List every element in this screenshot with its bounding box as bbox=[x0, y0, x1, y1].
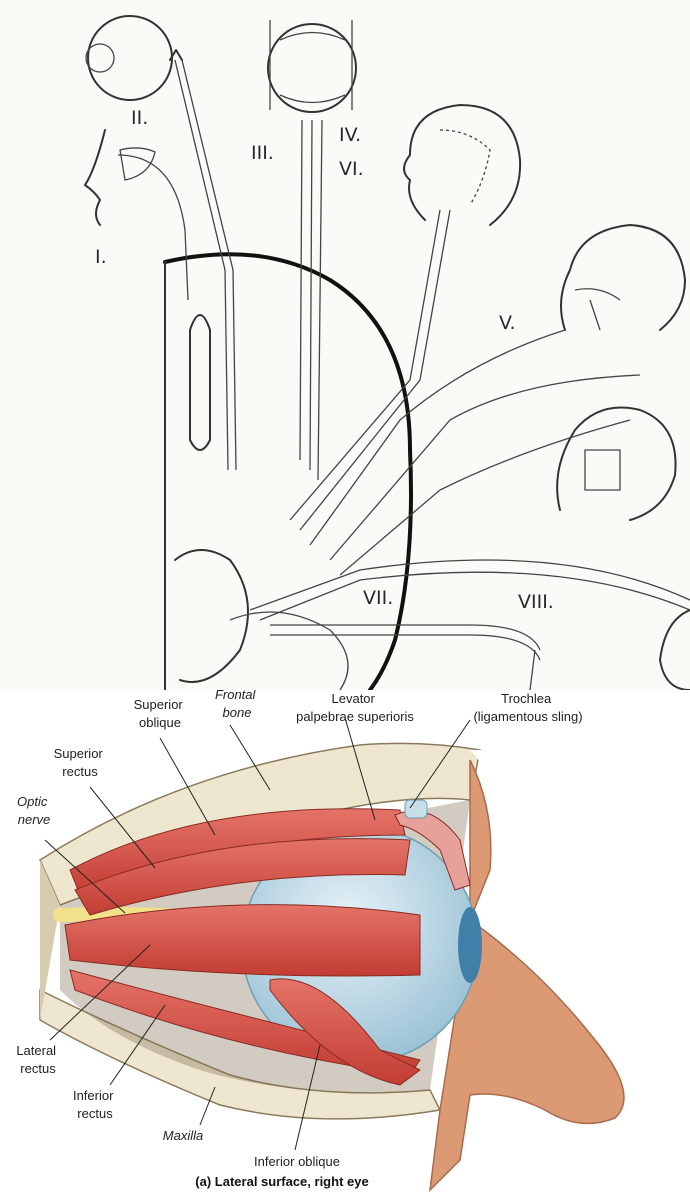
skull-sketch-v bbox=[561, 225, 685, 330]
numeral-ii: II. bbox=[131, 107, 148, 129]
eye-muscle-artwork: Superior oblique Frontal bone Levator pa… bbox=[0, 690, 690, 1192]
label-inferior-oblique: Inferior oblique bbox=[254, 1154, 340, 1169]
label-optic-nerve: Optic nerve bbox=[17, 794, 51, 827]
numeral-vi: VI. bbox=[339, 158, 364, 180]
cranial-nerve-sketch: II. I. III. IV. VI. V. VII. VIII. bbox=[0, 0, 690, 690]
label-inferior-rectus: Inferior rectus bbox=[73, 1088, 117, 1121]
numeral-i: I. bbox=[95, 246, 107, 268]
cornea-iris-shape bbox=[458, 907, 482, 983]
face-sketch-viii bbox=[660, 610, 690, 690]
numeral-iii: III. bbox=[251, 142, 274, 164]
eye-muscles-sketch-iii-iv-vi bbox=[268, 20, 356, 112]
numeral-vii: VII. bbox=[363, 587, 393, 609]
figure-caption: (a) Lateral surface, right eye bbox=[195, 1174, 368, 1189]
eyeball-sketch-ii bbox=[86, 16, 182, 100]
label-maxilla: Maxilla bbox=[163, 1128, 203, 1143]
label-superior-oblique: Superior oblique bbox=[134, 697, 187, 730]
label-superior-rectus: Superior rectus bbox=[54, 746, 107, 779]
label-lateral-rectus: Lateral rectus bbox=[16, 1043, 59, 1076]
cranial-nerve-diagram: II. I. III. IV. VI. V. VII. VIII. bbox=[0, 0, 690, 690]
numeral-viii: VIII. bbox=[518, 591, 554, 613]
label-trochlea: Trochlea (ligamentous sling) bbox=[473, 691, 582, 724]
extraocular-muscle-illustration: Superior oblique Frontal bone Levator pa… bbox=[0, 690, 690, 1192]
label-frontal-bone: Frontal bone bbox=[215, 690, 259, 720]
label-levator: Levator palpebrae superioris bbox=[296, 691, 414, 724]
nose-sketch-i bbox=[85, 130, 155, 225]
numeral-iv: IV. bbox=[339, 124, 361, 146]
head-sketch-face bbox=[404, 105, 520, 225]
trochlea-shape bbox=[405, 800, 427, 818]
numeral-v: V. bbox=[499, 312, 516, 334]
lateral-rectus-muscle bbox=[65, 905, 420, 976]
